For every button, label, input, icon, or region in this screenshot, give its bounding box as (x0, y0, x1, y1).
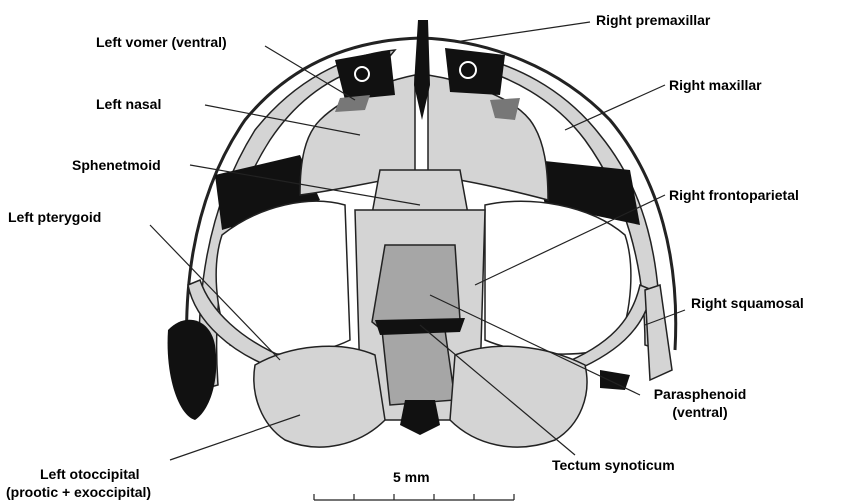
left-otoccipital-bone (254, 346, 385, 447)
label-tectum-synoticum: Tectum synoticum (552, 457, 675, 473)
scale-bar (314, 494, 514, 500)
right-otoccipital-bone (450, 346, 587, 447)
label-right-premaxillar: Right premaxillar (596, 12, 710, 28)
label-right-frontoparietal: Right frontoparietal (669, 187, 799, 203)
label-left-otoccipital-sub: (prootic + exoccipital) (6, 484, 151, 500)
label-right-squamosal: Right squamosal (691, 295, 804, 311)
label-sphenetmoid: Sphenetmoid (72, 157, 161, 173)
label-parasphenoid: Parasphenoid (645, 386, 755, 402)
left-premaxilla-dark (335, 50, 395, 100)
label-left-otoccipital: Left otoccipital (40, 466, 140, 482)
leader-right-premaxillar (455, 22, 590, 42)
label-left-vomer: Left vomer (ventral) (96, 34, 227, 50)
label-right-maxillar: Right maxillar (669, 77, 762, 93)
foramen-magnum-dark (400, 400, 440, 435)
left-tympanic-dark (168, 320, 217, 420)
label-parasphenoid-sub: (ventral) (645, 404, 755, 420)
right-tympanic-dark (600, 370, 630, 390)
right-squamosal-bone (645, 285, 672, 380)
left-vomer-patch (335, 95, 370, 112)
label-left-nasal: Left nasal (96, 96, 161, 112)
scale-bar-label: 5 mm (393, 469, 430, 485)
label-left-pterygoid: Left pterygoid (8, 209, 101, 225)
